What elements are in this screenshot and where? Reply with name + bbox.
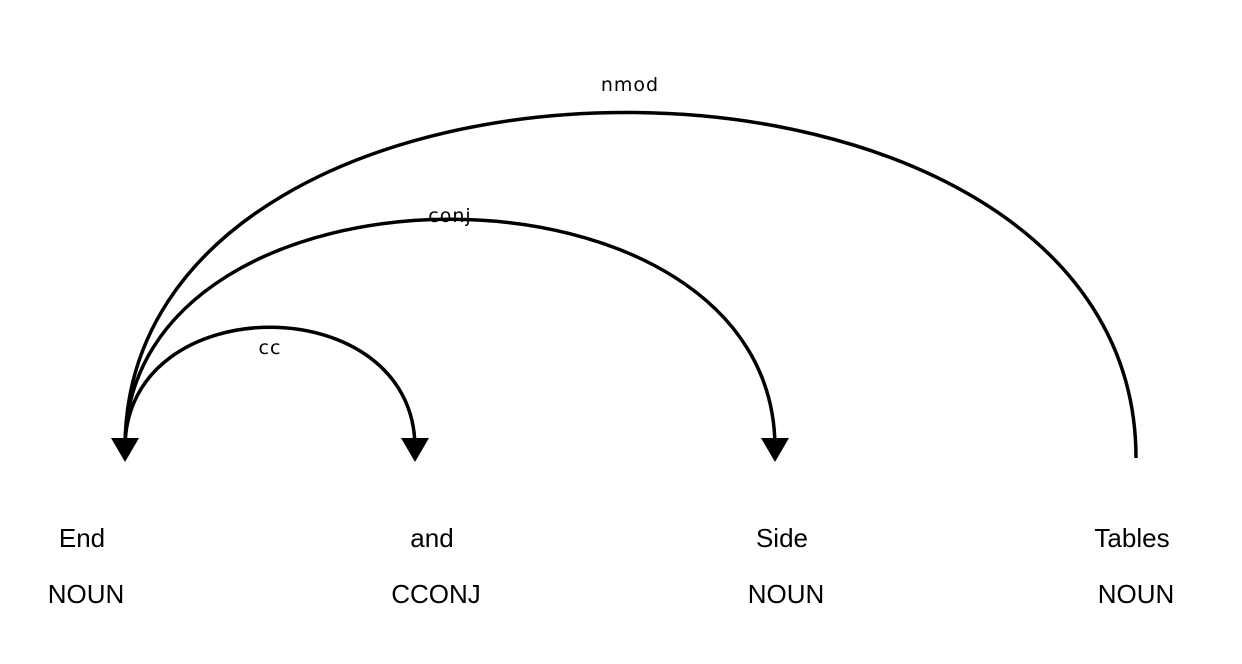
arc-cc-arrowhead: [401, 438, 429, 462]
arc-conj-path: [123, 217, 777, 449]
token-end: End NOUN: [48, 523, 125, 609]
token-word: Tables: [1094, 523, 1169, 553]
arc-cc-label: cc: [259, 337, 282, 359]
arc-cc: cc: [123, 325, 429, 462]
arc-conj: conj: [123, 205, 789, 462]
token-pos-tag: NOUN: [748, 579, 825, 609]
arc-nmod: nmod: [111, 74, 1138, 462]
arc-nmod-path: [123, 110, 1138, 459]
arc-nmod-arrowhead: [111, 438, 139, 462]
token-tables: Tables NOUN: [1094, 523, 1174, 609]
token-word: End: [59, 523, 105, 553]
token-side: Side NOUN: [748, 523, 825, 609]
arc-conj-label: conj: [428, 205, 471, 227]
arc-cc-path: [123, 325, 417, 449]
token-pos-tag: NOUN: [48, 579, 125, 609]
token-and: and CCONJ: [391, 523, 481, 609]
token-word: Side: [756, 523, 808, 553]
token-word: and: [410, 523, 453, 553]
arc-nmod-label: nmod: [601, 74, 659, 96]
arc-conj-arrowhead: [761, 438, 789, 462]
token-pos-tag: NOUN: [1098, 579, 1175, 609]
token-pos-tag: CCONJ: [391, 579, 481, 609]
